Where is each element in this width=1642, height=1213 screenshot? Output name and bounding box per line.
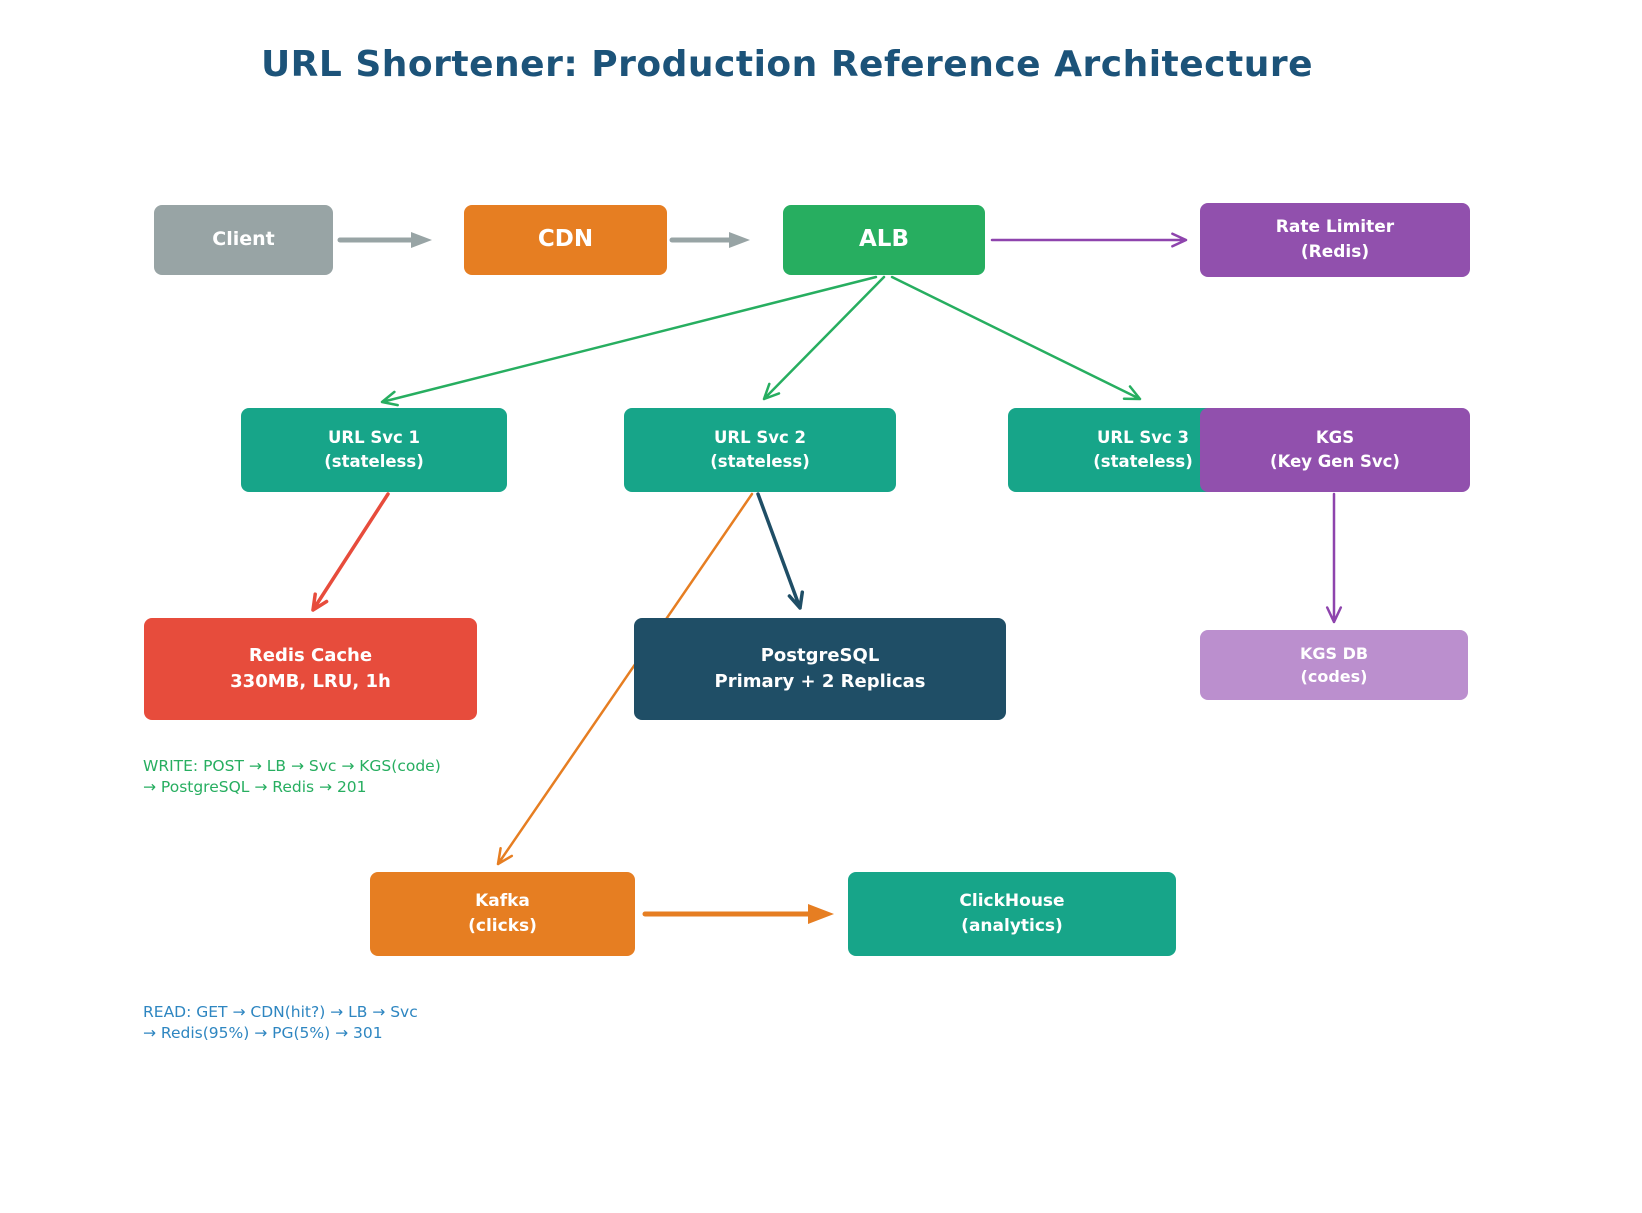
- node-kgs-db-sublabel: (codes): [1300, 667, 1368, 686]
- node-kgs-db-label: KGS DB: [1299, 643, 1369, 663]
- node-kgs-db: KGS DB (codes): [1200, 630, 1468, 700]
- node-client: Client: [154, 205, 333, 275]
- arrow-alb-to-rate-limiter: [990, 232, 1188, 248]
- node-redis-cache: Redis Cache 330MB, LRU, 1h: [144, 618, 477, 720]
- arrow-client-to-cdn: [337, 232, 432, 248]
- node-kafka: Kafka (clicks): [370, 872, 635, 956]
- node-alb: ALB: [783, 205, 985, 275]
- node-postgresql-sublabel: Primary + 2 Replicas: [714, 671, 926, 692]
- node-url-svc-2-label: URL Svc 2: [713, 428, 806, 448]
- node-url-svc-1: URL Svc 1 (stateless): [241, 408, 507, 492]
- arrow-kafka-to-clickhouse: [642, 904, 834, 924]
- read-flow-line1: READ: GET → CDN(hit?) → LB → Svc: [143, 1003, 418, 1021]
- arrow-cdn-to-alb: [669, 232, 750, 248]
- arrow-url-svc-1-to-redis-cache: [311, 492, 390, 612]
- write-flow-note: WRITE: POST → LB → Svc → KGS(code) → Pos…: [143, 756, 441, 798]
- node-postgresql-label: PostgreSQL: [760, 644, 880, 666]
- node-url-svc-1-label: URL Svc 1: [327, 428, 420, 448]
- read-flow-line2: → Redis(95%) → PG(5%) → 301: [143, 1023, 383, 1042]
- node-postgresql: PostgreSQL Primary + 2 Replicas: [634, 618, 1006, 720]
- read-flow-note: READ: GET → CDN(hit?) → LB → Svc → Redis…: [143, 1002, 418, 1044]
- node-rate-limiter: Rate Limiter (Redis): [1200, 203, 1470, 277]
- node-alb-label: ALB: [859, 226, 909, 253]
- arrow-kgs-to-kgs-db: [1325, 492, 1343, 624]
- node-kgs-sublabel: (Key Gen Svc): [1270, 452, 1400, 471]
- node-rate-limiter-sublabel: (Redis): [1300, 242, 1370, 262]
- node-kafka-sublabel: (clicks): [468, 916, 537, 936]
- node-kafka-label: Kafka: [475, 891, 530, 912]
- node-cdn-label: CDN: [537, 226, 594, 253]
- node-redis-cache-label: Redis Cache: [248, 644, 373, 666]
- node-url-svc-2: URL Svc 2 (stateless): [624, 408, 896, 492]
- node-rate-limiter-label: Rate Limiter: [1275, 217, 1395, 238]
- node-clickhouse-label: ClickHouse: [959, 891, 1065, 912]
- arrow-url-svc-2-to-postgresql: [756, 492, 805, 610]
- node-url-svc-2-sublabel: (stateless): [710, 452, 810, 471]
- write-flow-line2: → PostgreSQL → Redis → 201: [143, 777, 367, 796]
- node-url-svc-1-sublabel: (stateless): [324, 452, 424, 471]
- node-clickhouse: ClickHouse (analytics): [848, 872, 1176, 956]
- node-url-svc-3-sublabel: (stateless): [1093, 452, 1193, 471]
- page-title: URL Shortener: Production Reference Arch…: [260, 44, 1314, 85]
- node-url-svc-3-label: URL Svc 3: [1096, 428, 1189, 448]
- arrow-alb-to-url-svc-1: [380, 275, 878, 407]
- node-client-label: Client: [212, 228, 275, 251]
- arrow-alb-to-url-svc-3: [890, 275, 1142, 401]
- node-kgs-label: KGS: [1315, 428, 1355, 448]
- write-flow-line1: WRITE: POST → LB → Svc → KGS(code): [143, 757, 441, 775]
- node-redis-cache-sublabel: 330MB, LRU, 1h: [230, 671, 391, 692]
- arrow-alb-to-url-svc-2: [762, 275, 886, 401]
- arrow-url-svc-2-to-kafka: [496, 492, 754, 866]
- node-kgs: KGS (Key Gen Svc): [1200, 408, 1470, 492]
- node-cdn: CDN: [464, 205, 667, 275]
- node-clickhouse-sublabel: (analytics): [961, 916, 1063, 936]
